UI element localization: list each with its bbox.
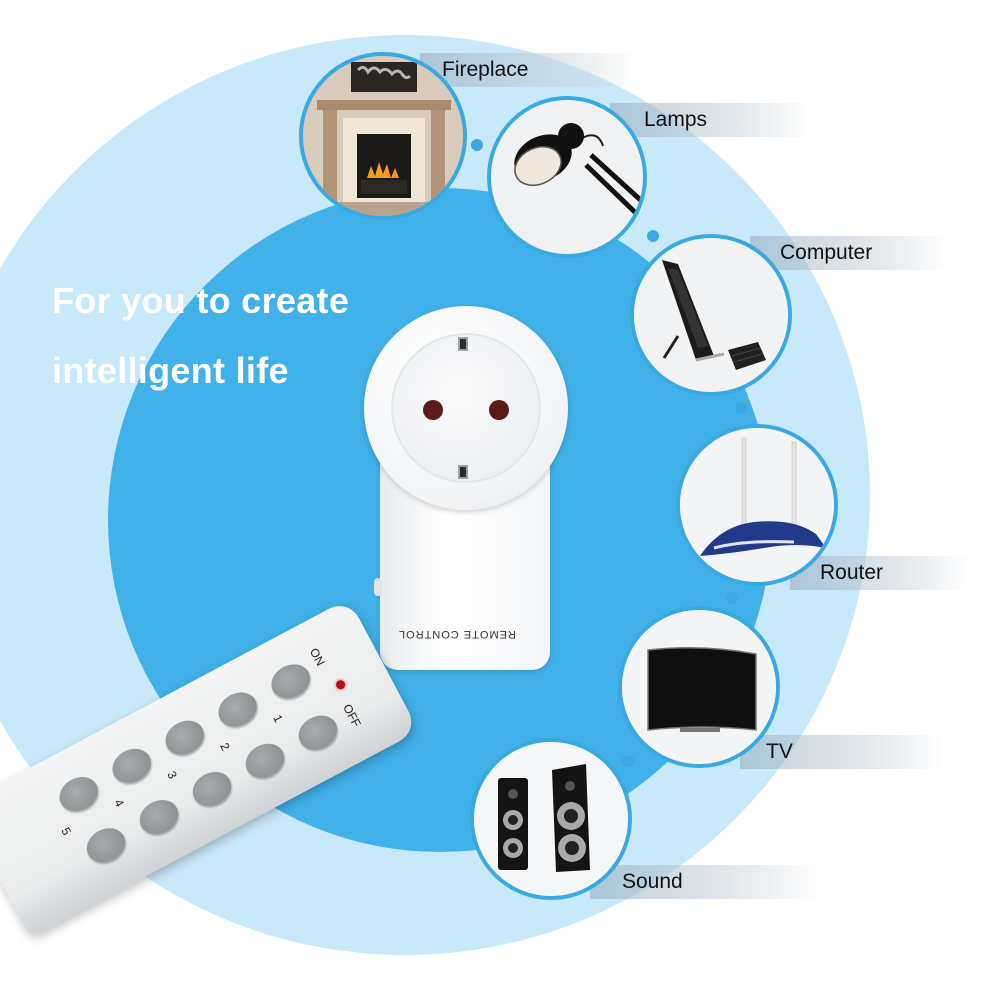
socket-outlet-face [391, 333, 541, 483]
device-bubble-tv[interactable] [618, 606, 780, 768]
device-bubble-fireplace[interactable] [299, 52, 467, 220]
socket-ground-clip [458, 337, 468, 351]
desk-lamp-icon [491, 100, 643, 254]
socket-side-button[interactable] [374, 578, 382, 596]
connector-dot [647, 230, 659, 242]
device-bubble-lamps[interactable] [487, 96, 647, 258]
device-label-computer: Computer [750, 236, 950, 270]
device-label-router: Router [790, 556, 970, 590]
all-in-one-computer-icon [634, 238, 788, 392]
socket-label: REMOTE CONTROL [398, 628, 516, 640]
connector-dot [622, 755, 634, 767]
connector-dot [726, 592, 738, 604]
device-bubble-router[interactable] [676, 424, 838, 586]
headline-line-1: For you to create [52, 280, 350, 321]
socket-pin-hole [423, 400, 443, 420]
device-label-fireplace: Fireplace [420, 53, 642, 87]
speakers-icon [474, 742, 628, 896]
socket-pin-hole [489, 400, 509, 420]
connector-dot [735, 402, 747, 414]
device-label-tv: TV [740, 735, 946, 769]
device-label-lamps: Lamps [610, 103, 814, 137]
connector-dot [471, 139, 483, 151]
tv-icon [622, 610, 776, 764]
headline-line-2: intelligent life [52, 350, 289, 391]
device-bubble-sound[interactable] [470, 738, 632, 900]
fireplace-icon [303, 56, 463, 216]
wifi-router-icon [680, 428, 834, 582]
socket-ground-clip [458, 465, 468, 479]
device-bubble-computer[interactable] [630, 234, 792, 396]
device-label-sound: Sound [590, 865, 822, 899]
